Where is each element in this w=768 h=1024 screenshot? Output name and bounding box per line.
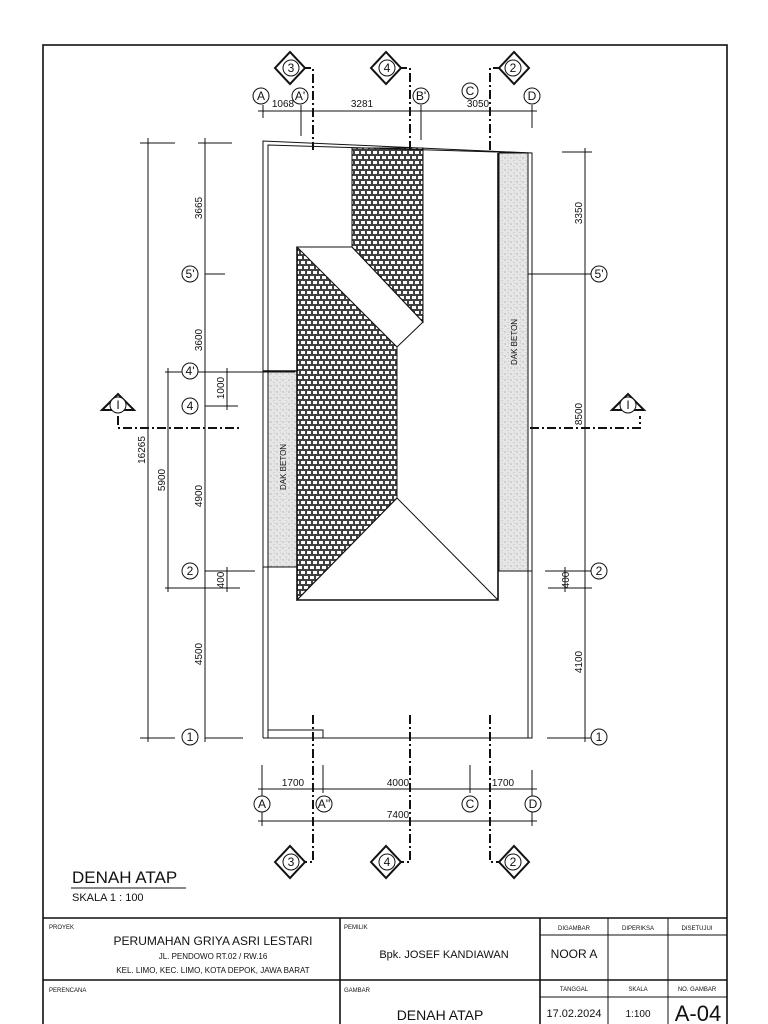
svg-text:5': 5' xyxy=(595,267,604,281)
svg-text:A: A xyxy=(258,797,266,811)
svg-text:8500: 8500 xyxy=(574,402,585,425)
section-marker-3-top: 3 xyxy=(273,50,307,86)
svg-text:A'': A'' xyxy=(318,797,331,811)
tanggal-label: TANGGAL xyxy=(560,987,589,993)
svg-text:A: A xyxy=(257,89,265,103)
svg-text:2: 2 xyxy=(510,61,517,75)
drawing-name: DENAH ATAP xyxy=(397,1007,484,1023)
svg-text:C: C xyxy=(466,84,475,98)
section-marker-i-left: I xyxy=(99,392,137,414)
bottom-grid-bubbles: A A'' C D xyxy=(253,795,542,813)
left-dimension: 16265 5900 3665 3600 4900 4500 1000 400 xyxy=(137,138,295,742)
svg-text:400: 400 xyxy=(561,571,572,588)
left-grid-bubbles: 5' 4' 4 2 1 xyxy=(181,265,199,746)
no-gambar-label: NO. GAMBAR xyxy=(678,987,717,993)
svg-text:C: C xyxy=(466,797,475,811)
skala-label: SKALA xyxy=(628,987,647,993)
svg-text:3: 3 xyxy=(288,855,295,869)
svg-text:5': 5' xyxy=(186,267,195,281)
svg-text:16265: 16265 xyxy=(137,436,148,464)
svg-text:D: D xyxy=(528,89,537,103)
svg-text:3: 3 xyxy=(288,61,295,75)
svg-text:I: I xyxy=(626,398,629,412)
svg-text:4': 4' xyxy=(186,364,195,378)
svg-text:4: 4 xyxy=(384,61,391,75)
disetujui-label: DISETUJUI xyxy=(681,926,712,932)
svg-text:7400: 7400 xyxy=(387,810,410,821)
svg-text:2: 2 xyxy=(187,564,194,578)
hip-line xyxy=(396,497,499,601)
right-grid-bubbles: 5' 2 1 xyxy=(590,265,608,746)
project-name: PERUMAHAN GRIYA ASRI LESTARI xyxy=(114,934,313,948)
svg-text:5900: 5900 xyxy=(157,468,168,491)
project-address-2: KEL. LIMO, KEC. LIMO, KOTA DEPOK, JAWA B… xyxy=(116,966,309,975)
roof-tiles-upper xyxy=(351,147,424,324)
project-address-1: JL. PENDOWO RT.02 / RW.16 xyxy=(159,952,268,961)
section-marker-2-top: 2 xyxy=(497,50,531,86)
svg-text:3281: 3281 xyxy=(351,99,374,110)
svg-text:1: 1 xyxy=(187,730,194,744)
roof-tiles-lower xyxy=(296,245,398,602)
section-marker-2-bottom: 2 xyxy=(497,844,531,880)
svg-text:1700: 1700 xyxy=(492,778,515,789)
svg-text:D: D xyxy=(529,797,538,811)
title-block: PROYEK PERUMAHAN GRIYA ASRI LESTARI JL. … xyxy=(43,917,727,1024)
drawing-scale: SKALA 1 : 100 xyxy=(72,892,144,904)
sheet-border xyxy=(42,44,728,1024)
owner-name: Bpk. JOSEF KANDIAWAN xyxy=(379,949,508,961)
dak-beton-left-label: DAK BETON xyxy=(279,444,288,490)
scale-value: 1:100 xyxy=(625,1009,650,1020)
dak-beton-right: DAK BETON xyxy=(498,152,532,572)
svg-text:1: 1 xyxy=(596,730,603,744)
svg-text:3350: 3350 xyxy=(574,201,585,224)
svg-text:4000: 4000 xyxy=(387,778,410,789)
date-value: 17.02.2024 xyxy=(546,1008,601,1020)
svg-text:2: 2 xyxy=(596,564,603,578)
svg-text:A': A' xyxy=(295,89,305,103)
svg-text:2: 2 xyxy=(510,855,517,869)
svg-text:4100: 4100 xyxy=(574,650,585,673)
svg-text:4: 4 xyxy=(187,399,194,413)
svg-text:1700: 1700 xyxy=(282,778,305,789)
section-marker-4-bottom: 4 xyxy=(369,844,403,880)
perencana-label: PERENCANA xyxy=(49,988,86,994)
svg-text:B': B' xyxy=(416,89,426,103)
svg-text:1068: 1068 xyxy=(272,99,295,110)
svg-text:1000: 1000 xyxy=(216,376,227,399)
gambar-label: GAMBAR xyxy=(344,988,371,994)
diperiksa-label: DIPERIKSA xyxy=(622,926,654,932)
svg-text:400: 400 xyxy=(216,571,227,588)
sheet-number: A-04 xyxy=(675,1001,721,1024)
drawn-by: NOOR A xyxy=(551,947,598,961)
dak-beton-right-label: DAK BETON xyxy=(510,319,519,365)
section-marker-i-right: I xyxy=(609,392,647,414)
digambar-label: DIGAMBAR xyxy=(558,926,591,932)
svg-text:3600: 3600 xyxy=(194,328,205,351)
svg-text:3050: 3050 xyxy=(467,99,490,110)
section-marker-3-bottom: 3 xyxy=(273,844,307,880)
dak-beton-left: DAK BETON xyxy=(263,370,298,568)
right-dimension: 3350 8500 4100 400 xyxy=(528,148,592,742)
svg-text:3665: 3665 xyxy=(194,196,205,219)
section-marker-4-top: 4 xyxy=(369,50,403,86)
svg-text:I: I xyxy=(116,398,119,412)
svg-text:4900: 4900 xyxy=(194,484,205,507)
svg-text:4500: 4500 xyxy=(194,642,205,665)
bottom-dimension: 1700 4000 1700 7400 xyxy=(258,765,537,826)
top-grid-bubbles: A A' B' C D xyxy=(252,82,541,105)
tile-roof xyxy=(296,147,499,602)
pemilik-label: PEMILIK xyxy=(344,925,368,931)
drawing-title: DENAH ATAP xyxy=(72,868,177,887)
svg-text:4: 4 xyxy=(384,855,391,869)
proyek-label: PROYEK xyxy=(49,925,74,931)
top-dimension: 1068 3281 3050 xyxy=(258,99,537,140)
